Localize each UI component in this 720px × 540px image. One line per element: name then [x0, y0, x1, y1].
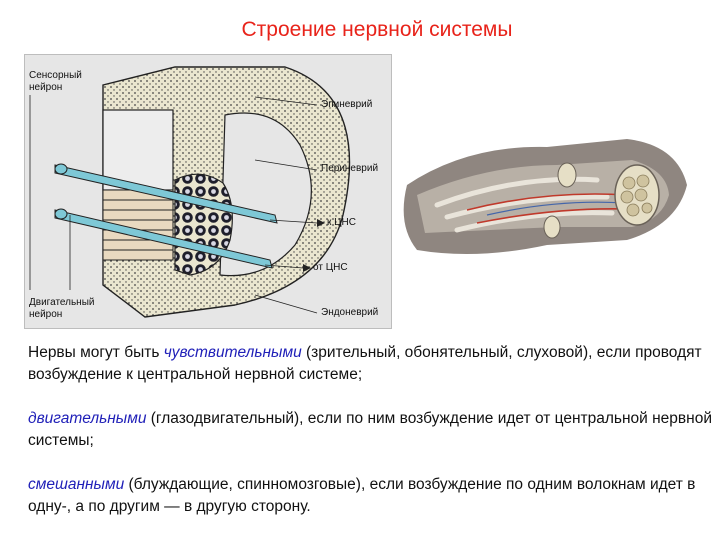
term-motor: двигательными [28, 410, 147, 427]
paragraph-motor: двигательными (глазодвигательный), если … [28, 408, 718, 452]
page-title: Строение нервной системы [241, 18, 513, 41]
label-perineurium: Периневрий [321, 163, 379, 174]
label-to-cns: к ЦНС [327, 217, 356, 228]
body-text: Нервы могут быть чувствительными (зрител… [28, 342, 718, 540]
label-endoneurium: Эндоневрий [321, 307, 379, 318]
nerve-cross-section-drawing [29, 66, 351, 318]
term-sensory: чувствительными [163, 344, 302, 361]
nerve-photo [397, 135, 689, 263]
text-segment: (глазодвигательный), если по ним возбужд… [28, 410, 712, 449]
nerve-illustration [403, 139, 687, 254]
label-epineurium: Эпиневрий [321, 99, 373, 110]
label-sensory-neuron: Сенсорный нейрон [29, 70, 82, 93]
text-segment: (блуждающие, спинномозговые), если возбу… [28, 476, 696, 515]
paragraph-sensory: Нервы могут быть чувствительными (зрител… [28, 342, 718, 386]
label-from-cns: от ЦНС [313, 262, 348, 273]
text-segment: Нервы могут быть [28, 344, 164, 361]
paragraph-mixed: смешанными (блуждающие, спинномозговые),… [28, 474, 718, 518]
label-motor-neuron: Двигательный нейрон [29, 297, 95, 320]
term-mixed: смешанными [28, 476, 125, 493]
text-segment: (зрительный, обонятельный, слуховой), ес… [28, 344, 702, 383]
nerve-structure-diagram: Сенсорный нейрон Двигательный нейрон Эпи… [24, 54, 392, 329]
